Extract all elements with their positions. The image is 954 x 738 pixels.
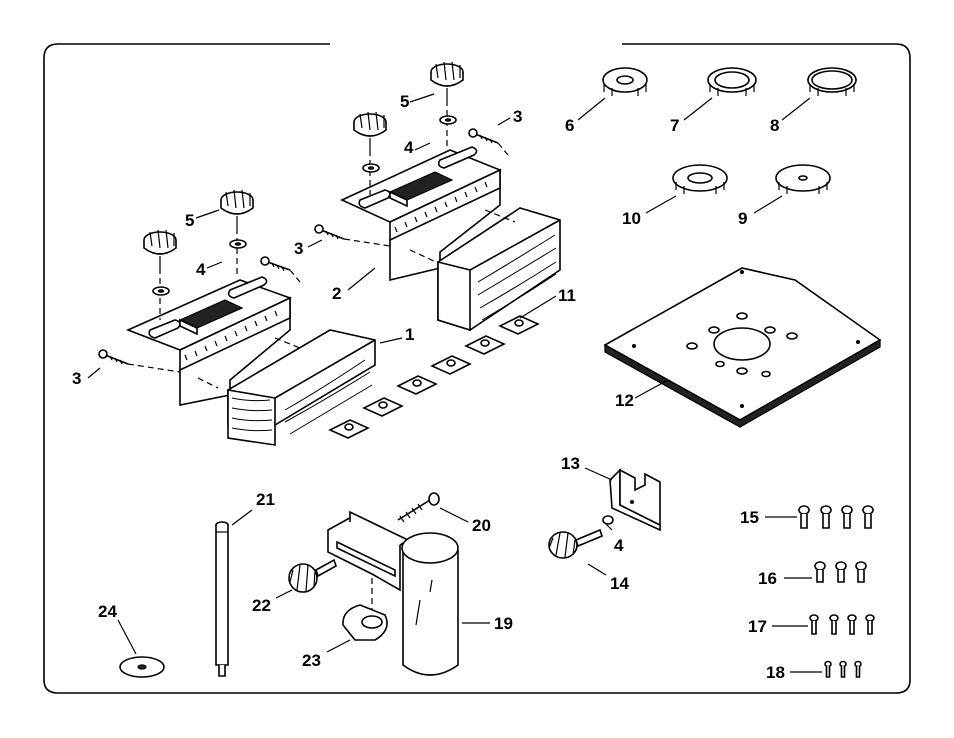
label-5-left: 5 (185, 211, 194, 230)
label-2: 2 (332, 284, 341, 303)
post-rod (215, 521, 229, 677)
left-knob-set (98, 189, 301, 373)
router-plate (603, 267, 882, 428)
label-15: 15 (740, 508, 759, 527)
label-14: 14 (610, 574, 629, 593)
frame-border (43, 43, 911, 694)
label-7: 7 (670, 116, 679, 135)
label-12: 12 (615, 391, 634, 410)
label-9: 9 (738, 209, 747, 228)
label-19: 19 (494, 614, 513, 633)
square-nuts (328, 315, 540, 439)
label-16: 16 (758, 569, 777, 588)
label-5-right: 5 (400, 92, 409, 111)
left-fence-assembly (125, 276, 376, 446)
label-4-left: 4 (196, 260, 206, 279)
screw-sets (798, 505, 875, 678)
label-24: 24 (98, 602, 117, 621)
label-3-top: 3 (513, 107, 522, 126)
leader-lines (87, 93, 822, 673)
label-8: 8 (770, 116, 779, 135)
label-22: 22 (252, 596, 271, 615)
label-1: 1 (405, 325, 414, 344)
label-18: 18 (766, 663, 785, 682)
right-fence-assembly (340, 146, 561, 332)
label-17: 17 (748, 617, 767, 636)
label-10: 10 (622, 209, 641, 228)
part-labels: 1 2 3 3 3 4 4 4 5 5 6 7 8 9 10 11 12 13 … (72, 92, 785, 682)
label-3-mid: 3 (294, 239, 303, 258)
label-6: 6 (565, 116, 574, 135)
label-20: 20 (472, 516, 491, 535)
label-23: 23 (302, 651, 321, 670)
label-21: 21 (256, 490, 275, 509)
label-13: 13 (561, 454, 580, 473)
insert-rings (602, 67, 857, 194)
label-3-left: 3 (72, 369, 81, 388)
label-4-bracket: 4 (614, 536, 624, 555)
label-4-right: 4 (404, 138, 414, 157)
guide-assembly (288, 492, 459, 676)
right-knob-set (314, 61, 509, 247)
label-11: 11 (558, 286, 576, 305)
bracket-and-knob (548, 468, 661, 559)
